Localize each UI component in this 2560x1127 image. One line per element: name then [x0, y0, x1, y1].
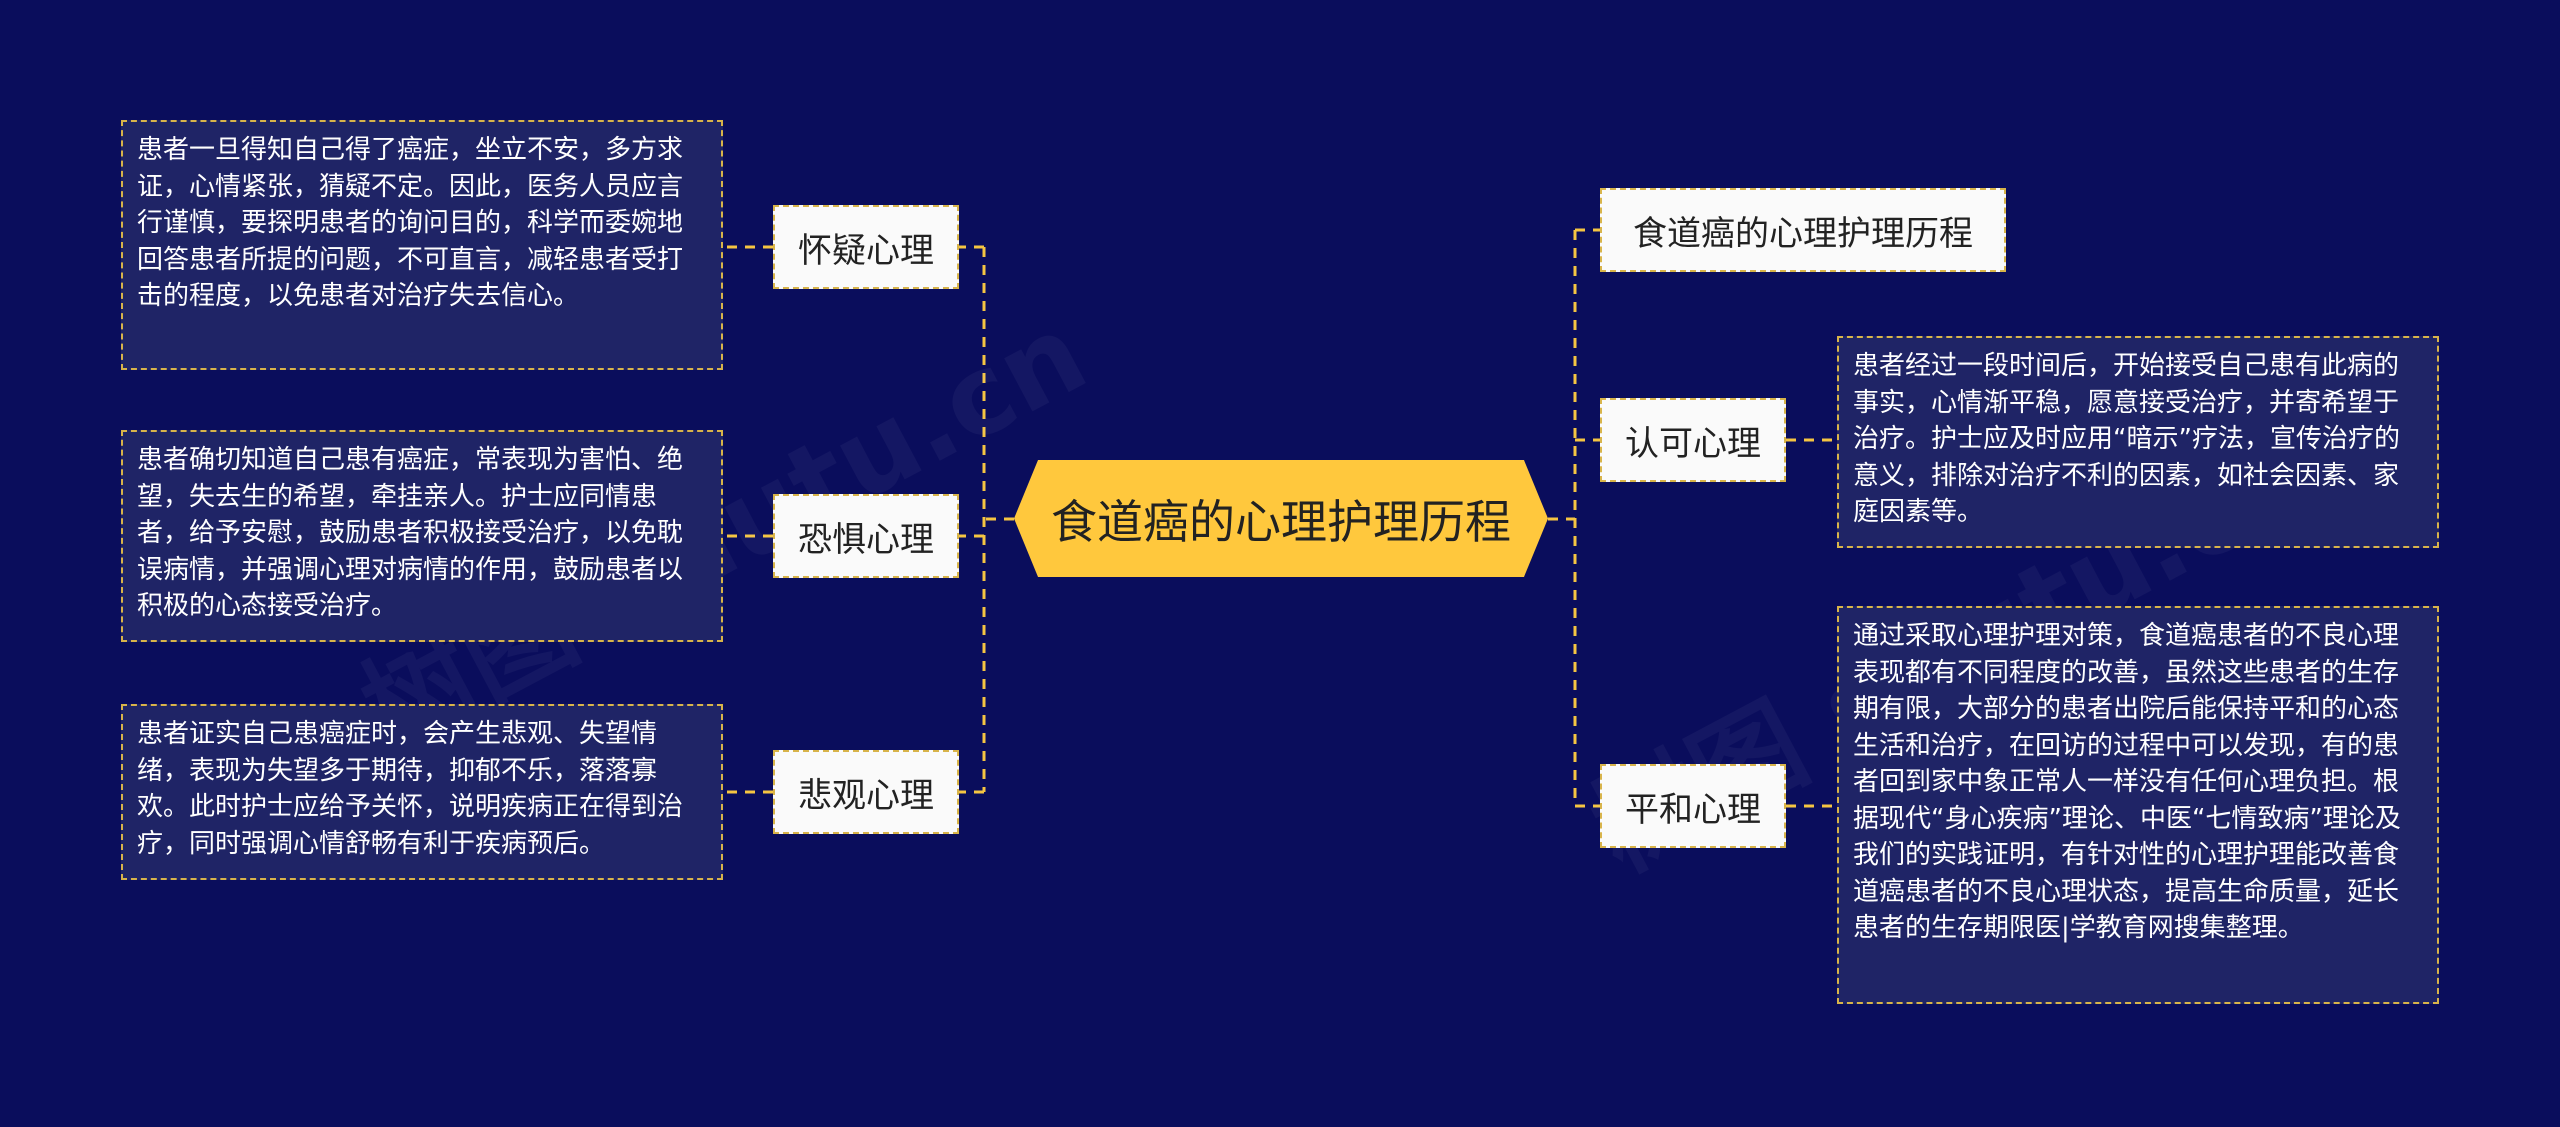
topic-acceptance[interactable]: 认可心理	[1600, 398, 1786, 482]
root-topic[interactable]: 食道癌的心理护理历程	[1014, 460, 1548, 577]
note-doubt: 患者一旦得知自己得了癌症，坐立不安，多方求证，心情紧张，猜疑不定。因此，医务人员…	[121, 120, 723, 370]
topic-pessimism[interactable]: 悲观心理	[773, 750, 959, 834]
note-calm: 通过采取心理护理对策，食道癌患者的不良心理表现都有不同程度的改善，虽然这些患者的…	[1837, 606, 2439, 1004]
topic-calm[interactable]: 平和心理	[1600, 764, 1786, 848]
topic-doubt[interactable]: 怀疑心理	[773, 205, 959, 289]
root-topic-label: 食道癌的心理护理历程	[1051, 494, 1511, 549]
topic-fear[interactable]: 恐惧心理	[773, 494, 959, 578]
topic-title-repeat[interactable]: 食道癌的心理护理历程	[1600, 188, 2006, 272]
note-pessimism: 患者证实自己患癌症时，会产生悲观、失望情绪，表现为失望多于期待，抑郁不乐，落落寡…	[121, 704, 723, 880]
note-acceptance: 患者经过一段时间后，开始接受自己患有此病的事实，心情渐平稳，愿意接受治疗，并寄希…	[1837, 336, 2439, 548]
note-fear: 患者确切知道自己患有癌症，常表现为害怕、绝望，失去生的希望，牵挂亲人。护士应同情…	[121, 430, 723, 642]
